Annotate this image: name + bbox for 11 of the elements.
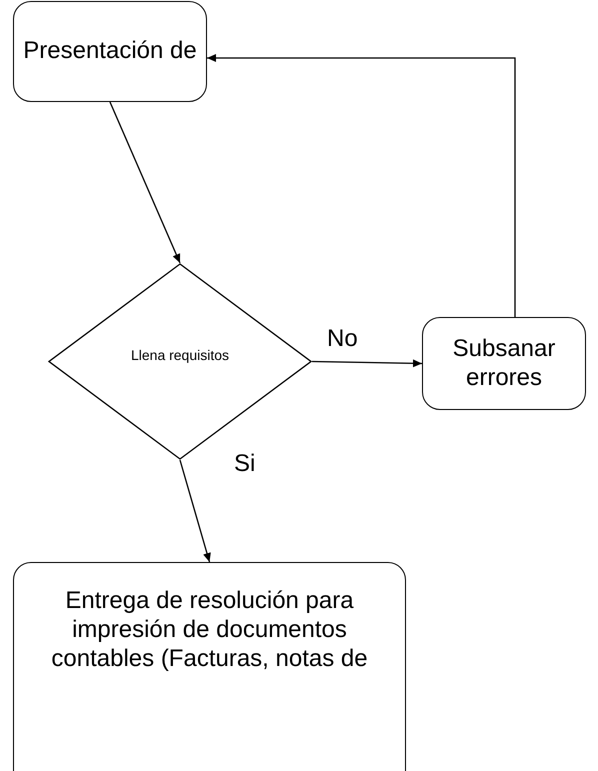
process-box xyxy=(422,317,586,410)
node-text: Subsanar errores xyxy=(452,334,556,392)
node-text: Presentación de xyxy=(23,37,197,66)
process-box xyxy=(13,1,207,102)
arrow xyxy=(179,460,211,562)
arrow xyxy=(109,102,181,264)
node-text: Entrega de resolución para impresión de documentos contables (Facturas, notas de xyxy=(50,587,369,674)
process-box xyxy=(13,562,406,771)
node-text: Llena requisitos xyxy=(130,347,230,364)
arrow xyxy=(312,359,422,368)
arrow xyxy=(207,54,516,317)
